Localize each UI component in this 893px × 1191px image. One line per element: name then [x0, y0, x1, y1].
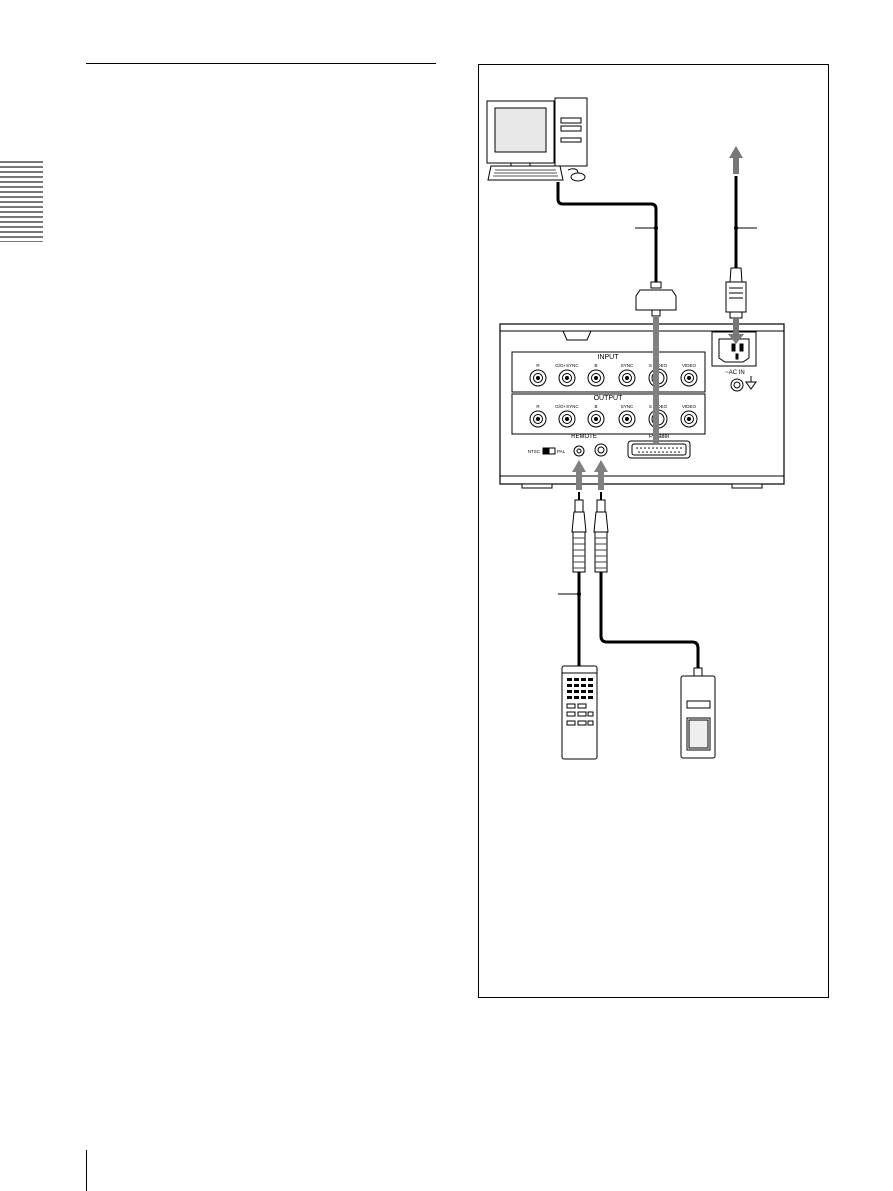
chapter-side-tab: [0, 158, 43, 242]
output-label-b: B: [594, 404, 597, 409]
power-arrow: [728, 318, 744, 344]
input-label-sync: SYNC: [621, 363, 634, 368]
input-label-video: VIDEO: [682, 363, 697, 368]
pal-label: PAL: [557, 449, 566, 454]
parallel-plug-icon: [635, 281, 677, 317]
remote-arrows: [572, 460, 608, 490]
ac-in-label: ~AC IN: [725, 370, 745, 376]
rear-panel: [499, 323, 785, 489]
parallel-arrow: [653, 316, 659, 443]
ground-icon: [745, 376, 757, 390]
connection-figure-frame: [478, 64, 829, 998]
section-header-rule: [86, 63, 436, 64]
output-label-video: VIDEO: [682, 404, 697, 409]
output-title: OUTPUT: [594, 395, 624, 402]
computer-icon: [486, 97, 588, 182]
page-footer-rule: [86, 1150, 87, 1191]
output-label-sync: SYNC: [621, 404, 634, 409]
mini-plug-left: [571, 492, 587, 573]
ntsc-label: NTSC: [528, 449, 541, 454]
pc-cable: [556, 182, 658, 285]
footswitch-icon: [680, 667, 716, 759]
input-label-g: G/G+SYNC: [555, 363, 579, 368]
input-title: INPUT: [598, 354, 620, 361]
input-label-b: B: [594, 363, 597, 368]
output-label-g: G/G+SYNC: [555, 404, 579, 409]
power-plug-icon: [725, 146, 757, 319]
input-label-r: R: [536, 363, 540, 368]
remote-commander-icon: [561, 665, 598, 760]
output-label-r: R: [536, 404, 540, 409]
remote-label: REMOTE: [571, 434, 597, 440]
footswitch-cable: [599, 572, 700, 668]
bnc-connectors: [529, 368, 698, 429]
mini-plug-right: [593, 492, 609, 573]
